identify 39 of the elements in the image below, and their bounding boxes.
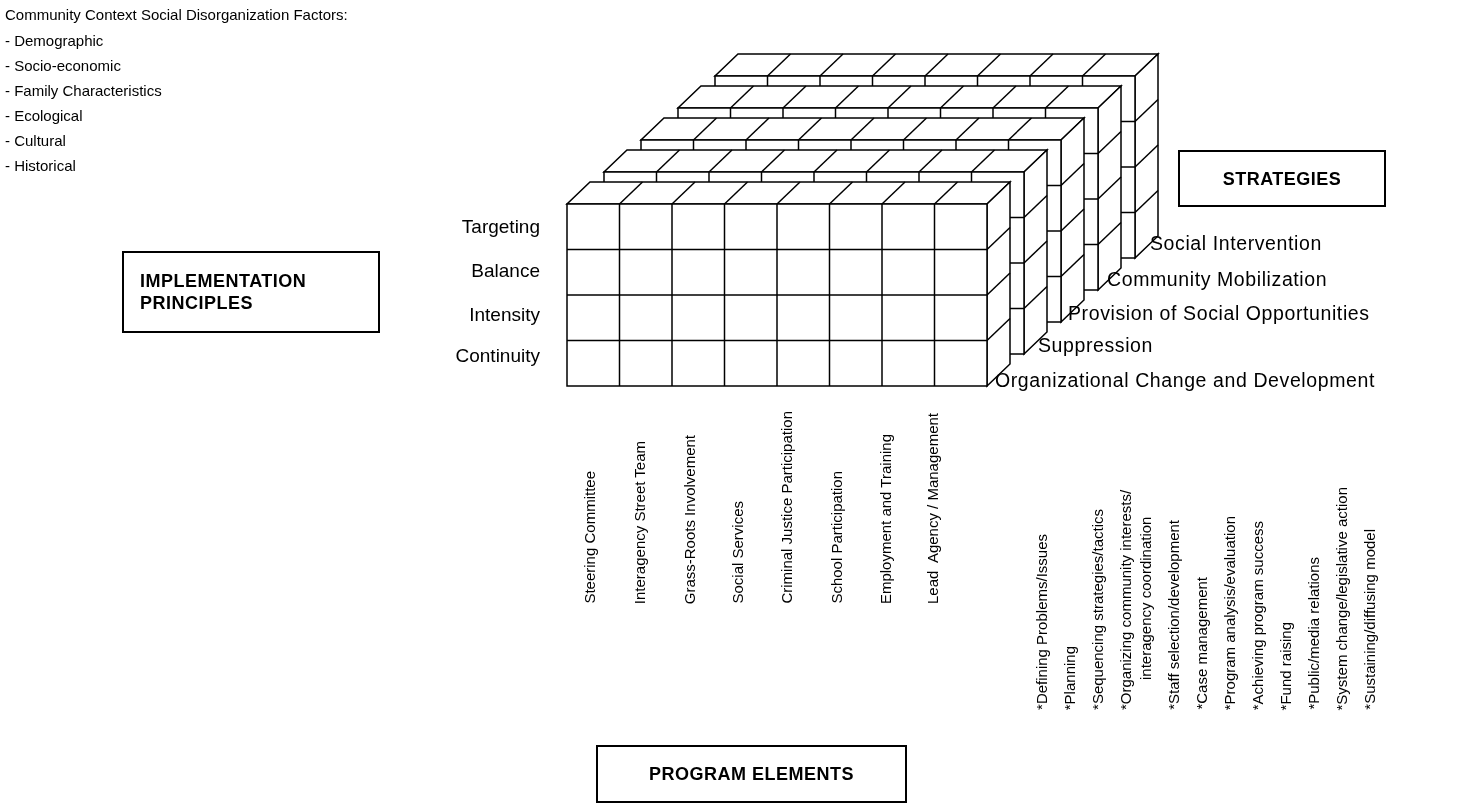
program-element-label: School Participation <box>827 471 846 604</box>
program-element-label: Employment and Training <box>876 433 895 604</box>
activity-list-item: *Achieving program success <box>1248 520 1267 710</box>
program-element-label: Grass-Roots Involvement <box>680 434 699 604</box>
activity-list-item: *Case management <box>1192 577 1211 710</box>
strategy-label: Suppression <box>1038 334 1153 357</box>
activity-list-item: *Defining Problems/Issues <box>1032 534 1051 710</box>
activity-list-item: *Planning <box>1060 645 1079 710</box>
section-heading-box: PROGRAM ELEMENTS <box>596 745 907 803</box>
activity-list-item: *Sustaining/diffusing model <box>1360 529 1379 710</box>
activity-list-item: *System change/legislative action <box>1332 486 1351 710</box>
factor-list-item: - Historical <box>5 157 76 174</box>
strategy-label: Social Intervention <box>1150 232 1322 255</box>
factor-list-item: - Family Characteristics <box>5 82 162 99</box>
section-heading-box: STRATEGIES <box>1178 150 1386 207</box>
activity-list-item: *Program analysis/evaluation <box>1220 515 1239 710</box>
activity-list-item: *Sequencing strategies/tactics <box>1088 509 1107 710</box>
activity-list-item: *Organizing community interests/ interagency coordination <box>1116 488 1155 710</box>
strategy-label: Provision of Social Opportunities <box>1068 302 1370 325</box>
program-element-label: Social Services <box>728 501 747 604</box>
activity-list-item: *Fund raising <box>1276 621 1295 710</box>
factor-list-item: - Cultural <box>5 132 66 149</box>
program-element-label: Lead Agency / Management <box>923 413 942 604</box>
principle-label: Continuity <box>455 345 540 367</box>
factor-list-item: - Socio-economic <box>5 57 121 74</box>
principle-label: Balance <box>471 260 540 282</box>
principle-label: Targeting <box>461 216 540 238</box>
program-element-label: Criminal Justice Participation <box>777 411 796 604</box>
strategy-label: Organizational Change and Development <box>995 369 1375 392</box>
factor-list-item: - Demographic <box>5 32 104 49</box>
principle-label: Intensity <box>469 304 540 326</box>
activity-list-item: *Staff selection/development <box>1164 520 1183 710</box>
program-element-label: Steering Committee <box>580 471 599 604</box>
strategy-label: Community Mobilization <box>1107 268 1328 291</box>
activity-list-item: *Public/media relations <box>1304 557 1323 710</box>
factor-list-heading: Community Context Social Disorganization Factors: <box>5 6 348 23</box>
program-element-label: Interagency Street Team <box>630 440 649 604</box>
factor-list-item: - Ecological <box>5 107 83 124</box>
section-heading-box: IMPLEMENTATION PRINCIPLES <box>122 251 380 333</box>
